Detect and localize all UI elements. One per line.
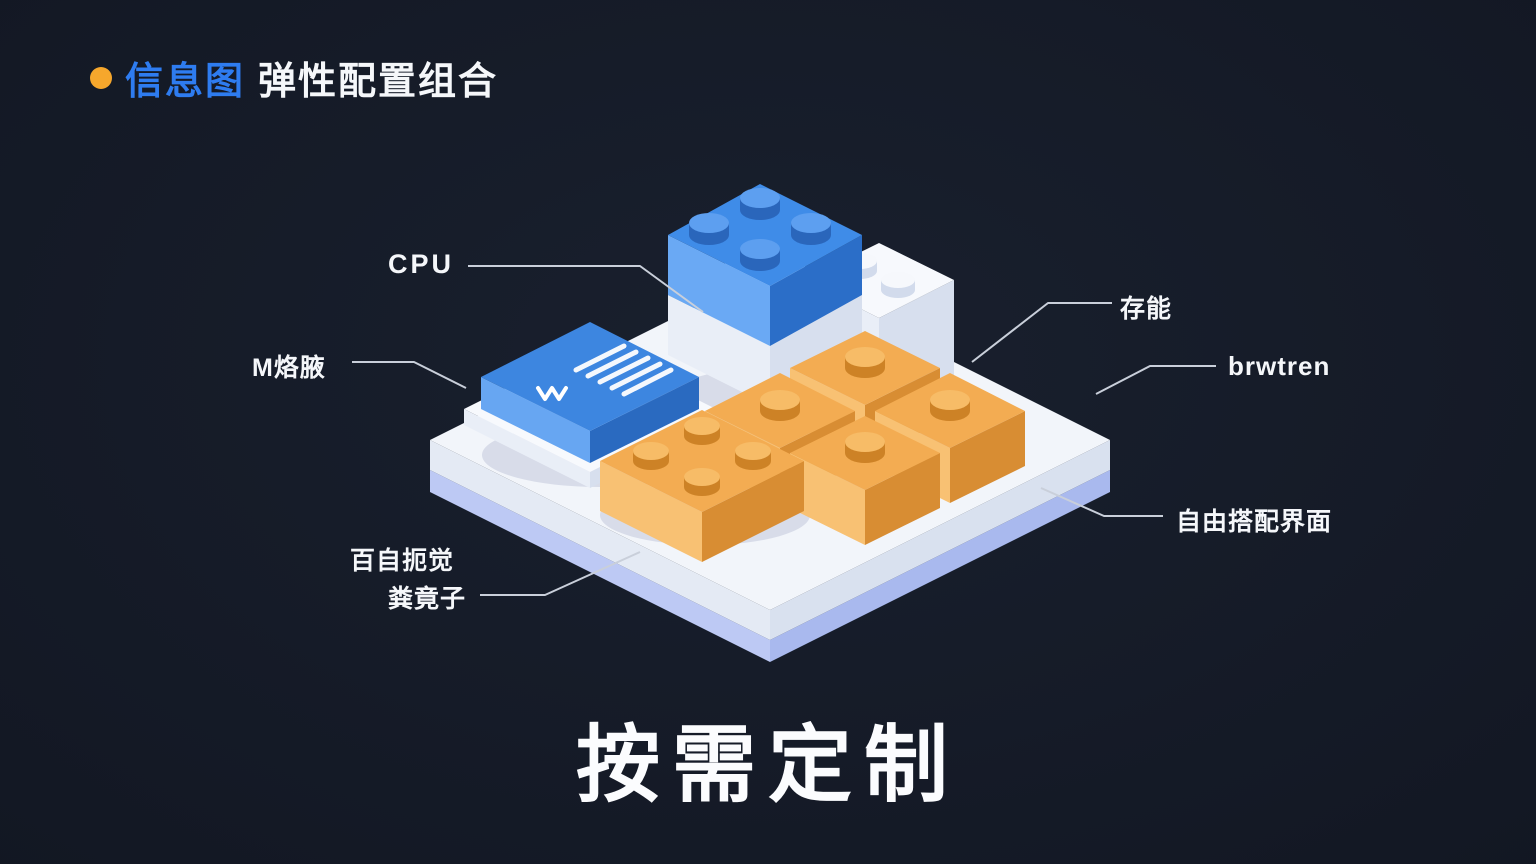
label-cpu: CPU bbox=[388, 249, 455, 279]
brick-orange-front bbox=[600, 410, 804, 562]
studs bbox=[689, 188, 831, 271]
header-highlight: 信息图 bbox=[125, 61, 246, 103]
header: 信息图 弹性配置组合 bbox=[90, 50, 498, 105]
brick-blue bbox=[668, 184, 862, 346]
chip-stripes-icon bbox=[573, 343, 674, 397]
label-free-line2: 粪竟子 bbox=[388, 585, 467, 613]
leader-module bbox=[352, 361, 467, 389]
studs bbox=[930, 390, 970, 421]
studs bbox=[633, 417, 771, 496]
leader-interface bbox=[1040, 487, 1163, 517]
label-module: M烙腋 bbox=[252, 354, 326, 382]
bullet-icon bbox=[90, 66, 112, 89]
cpu-chip bbox=[481, 322, 699, 463]
label-interface: 自由搭配界面 bbox=[1176, 508, 1333, 536]
brick-orange-4 bbox=[790, 416, 940, 545]
label-storage: 存能 bbox=[1120, 295, 1173, 323]
leader-free bbox=[480, 551, 641, 596]
header-title: 弹性配置组合 bbox=[258, 61, 499, 103]
studs bbox=[760, 390, 800, 421]
chip-mark-icon bbox=[536, 386, 568, 401]
leader-lines bbox=[352, 265, 1216, 596]
label-free-line1: 百自扼觉 bbox=[350, 547, 455, 575]
leader-latin bbox=[1095, 365, 1216, 395]
studs bbox=[845, 432, 885, 463]
studs bbox=[845, 347, 885, 378]
leader-cpu bbox=[468, 265, 704, 313]
label-latin: brwtren bbox=[1228, 351, 1331, 381]
caption: 按需定制 bbox=[575, 718, 960, 812]
leader-storage bbox=[971, 302, 1112, 363]
